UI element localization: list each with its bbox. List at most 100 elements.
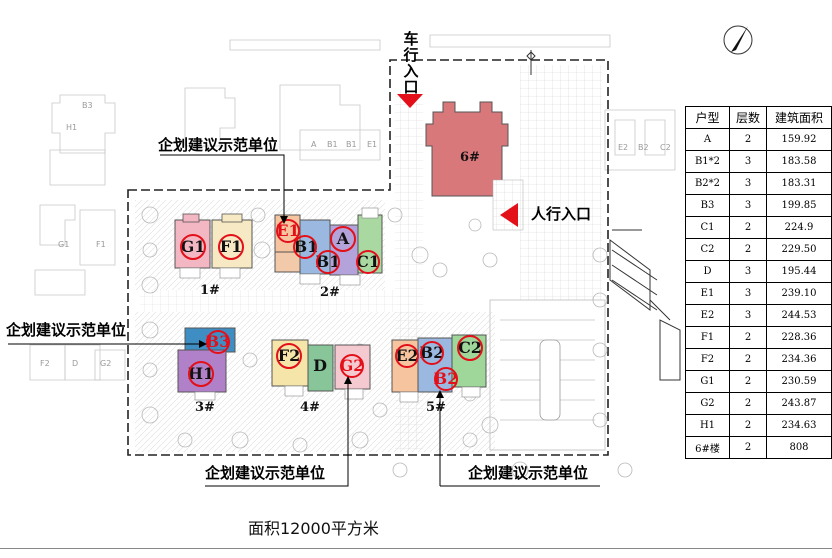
unit-a-label: A — [336, 229, 350, 248]
cell-area: 199.85 — [766, 194, 832, 217]
cell-type: E2 — [685, 304, 730, 327]
cell-type: D — [685, 260, 730, 283]
cell-area: 239.10 — [766, 282, 832, 305]
cell-type: 6#楼 — [685, 436, 730, 459]
cell-type: E1 — [685, 282, 730, 305]
cell-type: C1 — [685, 216, 730, 239]
unit-b2b-label: B2 — [434, 369, 459, 388]
unit-e1-label: E1 — [276, 221, 299, 240]
vehicle-entrance-marker-icon — [397, 94, 423, 108]
unit-b2-marker — [420, 341, 444, 365]
cell-type: B2*2 — [685, 172, 730, 195]
svg-text:A: A — [311, 140, 317, 149]
building-2: 2# — [274, 207, 383, 300]
unit-c2-label: C2 — [458, 338, 482, 357]
unit-h1-marker — [188, 361, 214, 387]
cell-area: 183.31 — [766, 172, 832, 195]
col-header-type: 户型 — [685, 106, 730, 129]
cell-type: C2 — [685, 238, 730, 261]
unit-g2-marker — [340, 354, 364, 378]
cell-area: 230.59 — [766, 370, 832, 393]
cell-area: 808 — [766, 436, 832, 459]
demo-callout-left: 企划建议示范单位 — [5, 321, 207, 348]
cell-type: G1 — [685, 370, 730, 393]
svg-text:E1: E1 — [367, 140, 377, 149]
cell-area: 195.44 — [766, 260, 832, 283]
bottom-divider — [0, 548, 832, 549]
unit-b1b-marker — [316, 250, 340, 274]
context-buildings — [29, 34, 676, 381]
cell-floors: 3 — [729, 282, 767, 305]
table-header-row: 户型 层数 建筑面积 — [685, 106, 832, 129]
cell-type: G2 — [685, 392, 730, 415]
cell-area: 183.58 — [766, 150, 832, 173]
svg-text:G2: G2 — [100, 359, 111, 368]
svg-text:B3: B3 — [82, 101, 93, 110]
vehicle-entrance-label: 车行入口 — [402, 30, 418, 96]
cell-floors: 2 — [729, 370, 767, 393]
cell-area: 244.53 — [766, 304, 832, 327]
cell-type: A — [685, 128, 730, 151]
plaza-6 — [492, 179, 524, 231]
svg-text:B1: B1 — [346, 140, 357, 149]
building-4-label: 4# — [300, 400, 320, 415]
cell-area: 224.9 — [766, 216, 832, 239]
gate-icon — [526, 50, 536, 75]
cell-floors: 3 — [729, 194, 767, 217]
col-header-floors: 层数 — [729, 106, 767, 129]
cell-type: H1 — [685, 414, 730, 437]
demo-callout-bottom-left: 企划建议示范单位 — [204, 376, 352, 487]
unit-b2-label: B2 — [420, 343, 445, 362]
cell-floors: 2 — [729, 128, 767, 151]
unit-g2-label: G2 — [340, 356, 365, 375]
svg-text:F1: F1 — [96, 240, 106, 249]
pedestrian-entrance-label: 人行入口 — [531, 205, 591, 223]
cell-floors: 3 — [729, 172, 767, 195]
building-5-label: 5# — [426, 400, 446, 415]
cell-floors: 3 — [729, 260, 767, 283]
svg-text:G1: G1 — [58, 240, 69, 249]
unit-f1-label: F1 — [220, 237, 243, 256]
svg-text:6#: 6# — [460, 150, 480, 165]
svg-text:D: D — [72, 359, 78, 368]
demo-callout-top: 企划建议示范单位 — [157, 136, 288, 224]
site-area-text: 面积12000平方米 — [248, 519, 379, 538]
col-header-area: 建筑面积 — [766, 106, 832, 129]
cell-area: 229.50 — [766, 238, 832, 261]
unit-g1-label: G1 — [181, 237, 206, 256]
svg-text:车行入口: 车行入口 — [402, 30, 418, 96]
building-1-label: 1# — [200, 283, 220, 298]
unit-h1-label: H1 — [188, 364, 214, 383]
cell-floors: 3 — [729, 150, 767, 173]
unit-b3-label: B3 — [206, 332, 231, 351]
building-2-label: 2# — [320, 285, 340, 300]
unit-f1-marker — [218, 234, 244, 260]
context-labels: B3 H1 G1 F1 F2 D G2 A B1 B1 E1 E2 B2 C2 — [40, 101, 671, 368]
unit-f2-label: F2 — [278, 346, 301, 365]
cell-floors: 2 — [729, 392, 767, 415]
unit-c2-marker — [457, 335, 483, 361]
unit-b1-marker — [293, 235, 317, 259]
svg-text:企划建议示范单位: 企划建议示范单位 — [204, 464, 325, 482]
unit-a-marker — [330, 226, 356, 252]
svg-text:企划建议示范单位: 企划建议示范单位 — [5, 321, 126, 339]
cell-area: 228.36 — [766, 326, 832, 349]
unit-f2-marker — [276, 343, 302, 369]
building-4: 4# — [271, 339, 371, 415]
cell-floors: 2 — [729, 326, 767, 349]
unit-e2-label: E2 — [395, 346, 418, 365]
north-arrow-icon — [723, 25, 753, 55]
